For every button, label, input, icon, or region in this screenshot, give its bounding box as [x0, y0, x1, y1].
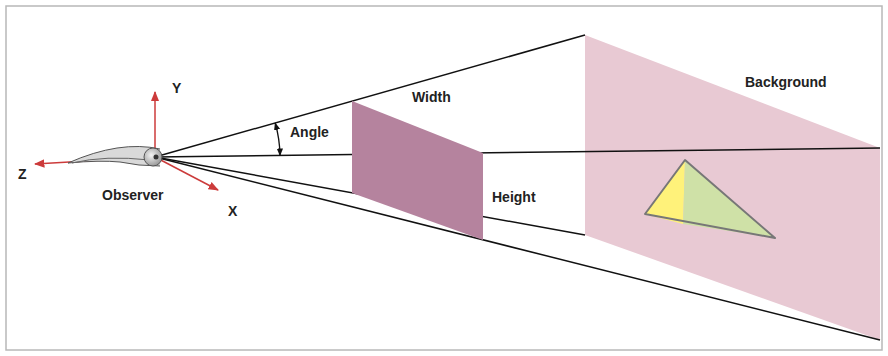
angle-arc: [275, 123, 280, 156]
axes: [35, 92, 218, 190]
frustum-lines: [155, 35, 880, 340]
observer-eye: [68, 146, 162, 166]
angle-label: Angle: [290, 124, 329, 140]
background-plane: [585, 35, 880, 340]
height-label: Height: [492, 189, 536, 205]
width-label: Width: [412, 89, 451, 105]
background-label: Background: [745, 74, 827, 90]
axis-label: Y: [172, 80, 181, 96]
frame: [6, 6, 882, 350]
axis-label: Z: [18, 166, 27, 182]
observer-label: Observer: [102, 187, 163, 203]
axis-label: X: [228, 203, 237, 219]
triangle-object: [645, 160, 775, 238]
near-plane: [352, 101, 483, 240]
